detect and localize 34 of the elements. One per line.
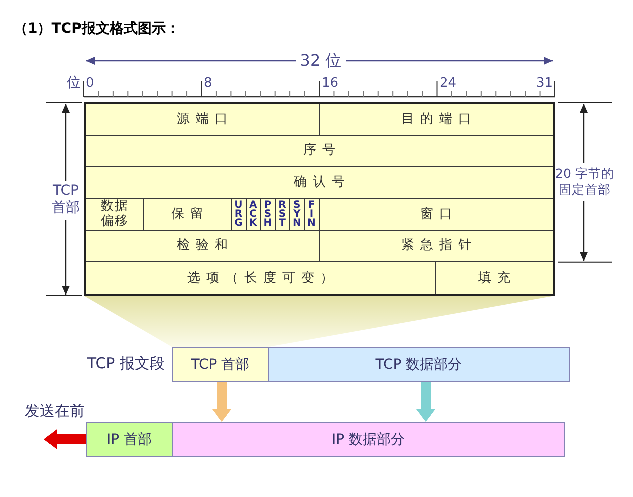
segment-part-box: TCP 首部 — [172, 347, 269, 382]
dimension-label: 32 位 — [300, 52, 342, 70]
bit-number: 24 — [440, 76, 457, 91]
flag-cell: FIN — [304, 199, 320, 231]
block-arrow — [416, 382, 436, 422]
bit-number: 31 — [536, 76, 553, 91]
block-arrow — [212, 382, 232, 422]
segment-label: TCP 报文段 — [87, 356, 165, 372]
title: （1）TCP报文格式图示： — [14, 20, 180, 38]
dimension-label: TCP 首部 — [51, 183, 81, 217]
field-cell: 保留 — [144, 199, 232, 231]
axis-label: 位 — [67, 75, 81, 91]
field-cell: 紧急指针 — [320, 230, 553, 262]
flag-cell: ACK — [246, 199, 262, 231]
block-arrow — [44, 430, 86, 450]
flag-cell: RST — [276, 199, 290, 231]
bit-number: 16 — [322, 76, 339, 91]
field-cell: 序号 — [86, 136, 553, 168]
dimension-label: 20 字节的固定首部 — [555, 166, 615, 198]
bit-number: 0 — [86, 76, 94, 91]
field-cell: 窗口 — [320, 199, 553, 231]
datagram-part-box: IP 首部 — [86, 422, 173, 457]
field-cell: 源端口 — [86, 104, 320, 136]
field-cell: 目的端口 — [320, 104, 553, 136]
field-cell: 数据偏移 — [86, 199, 144, 231]
flag-cell: PSH — [261, 199, 276, 231]
flag-cell: SYN — [290, 199, 305, 231]
bit-number: 8 — [204, 76, 212, 91]
datagram-part-box: IP 数据部分 — [172, 422, 565, 457]
flag-cell: URG — [232, 199, 247, 231]
header-table — [84, 102, 555, 296]
edge-label: 发送在前 — [24, 403, 86, 420]
field-cell: 检验和 — [86, 230, 320, 262]
segment-part-box: TCP 数据部分 — [268, 347, 570, 382]
